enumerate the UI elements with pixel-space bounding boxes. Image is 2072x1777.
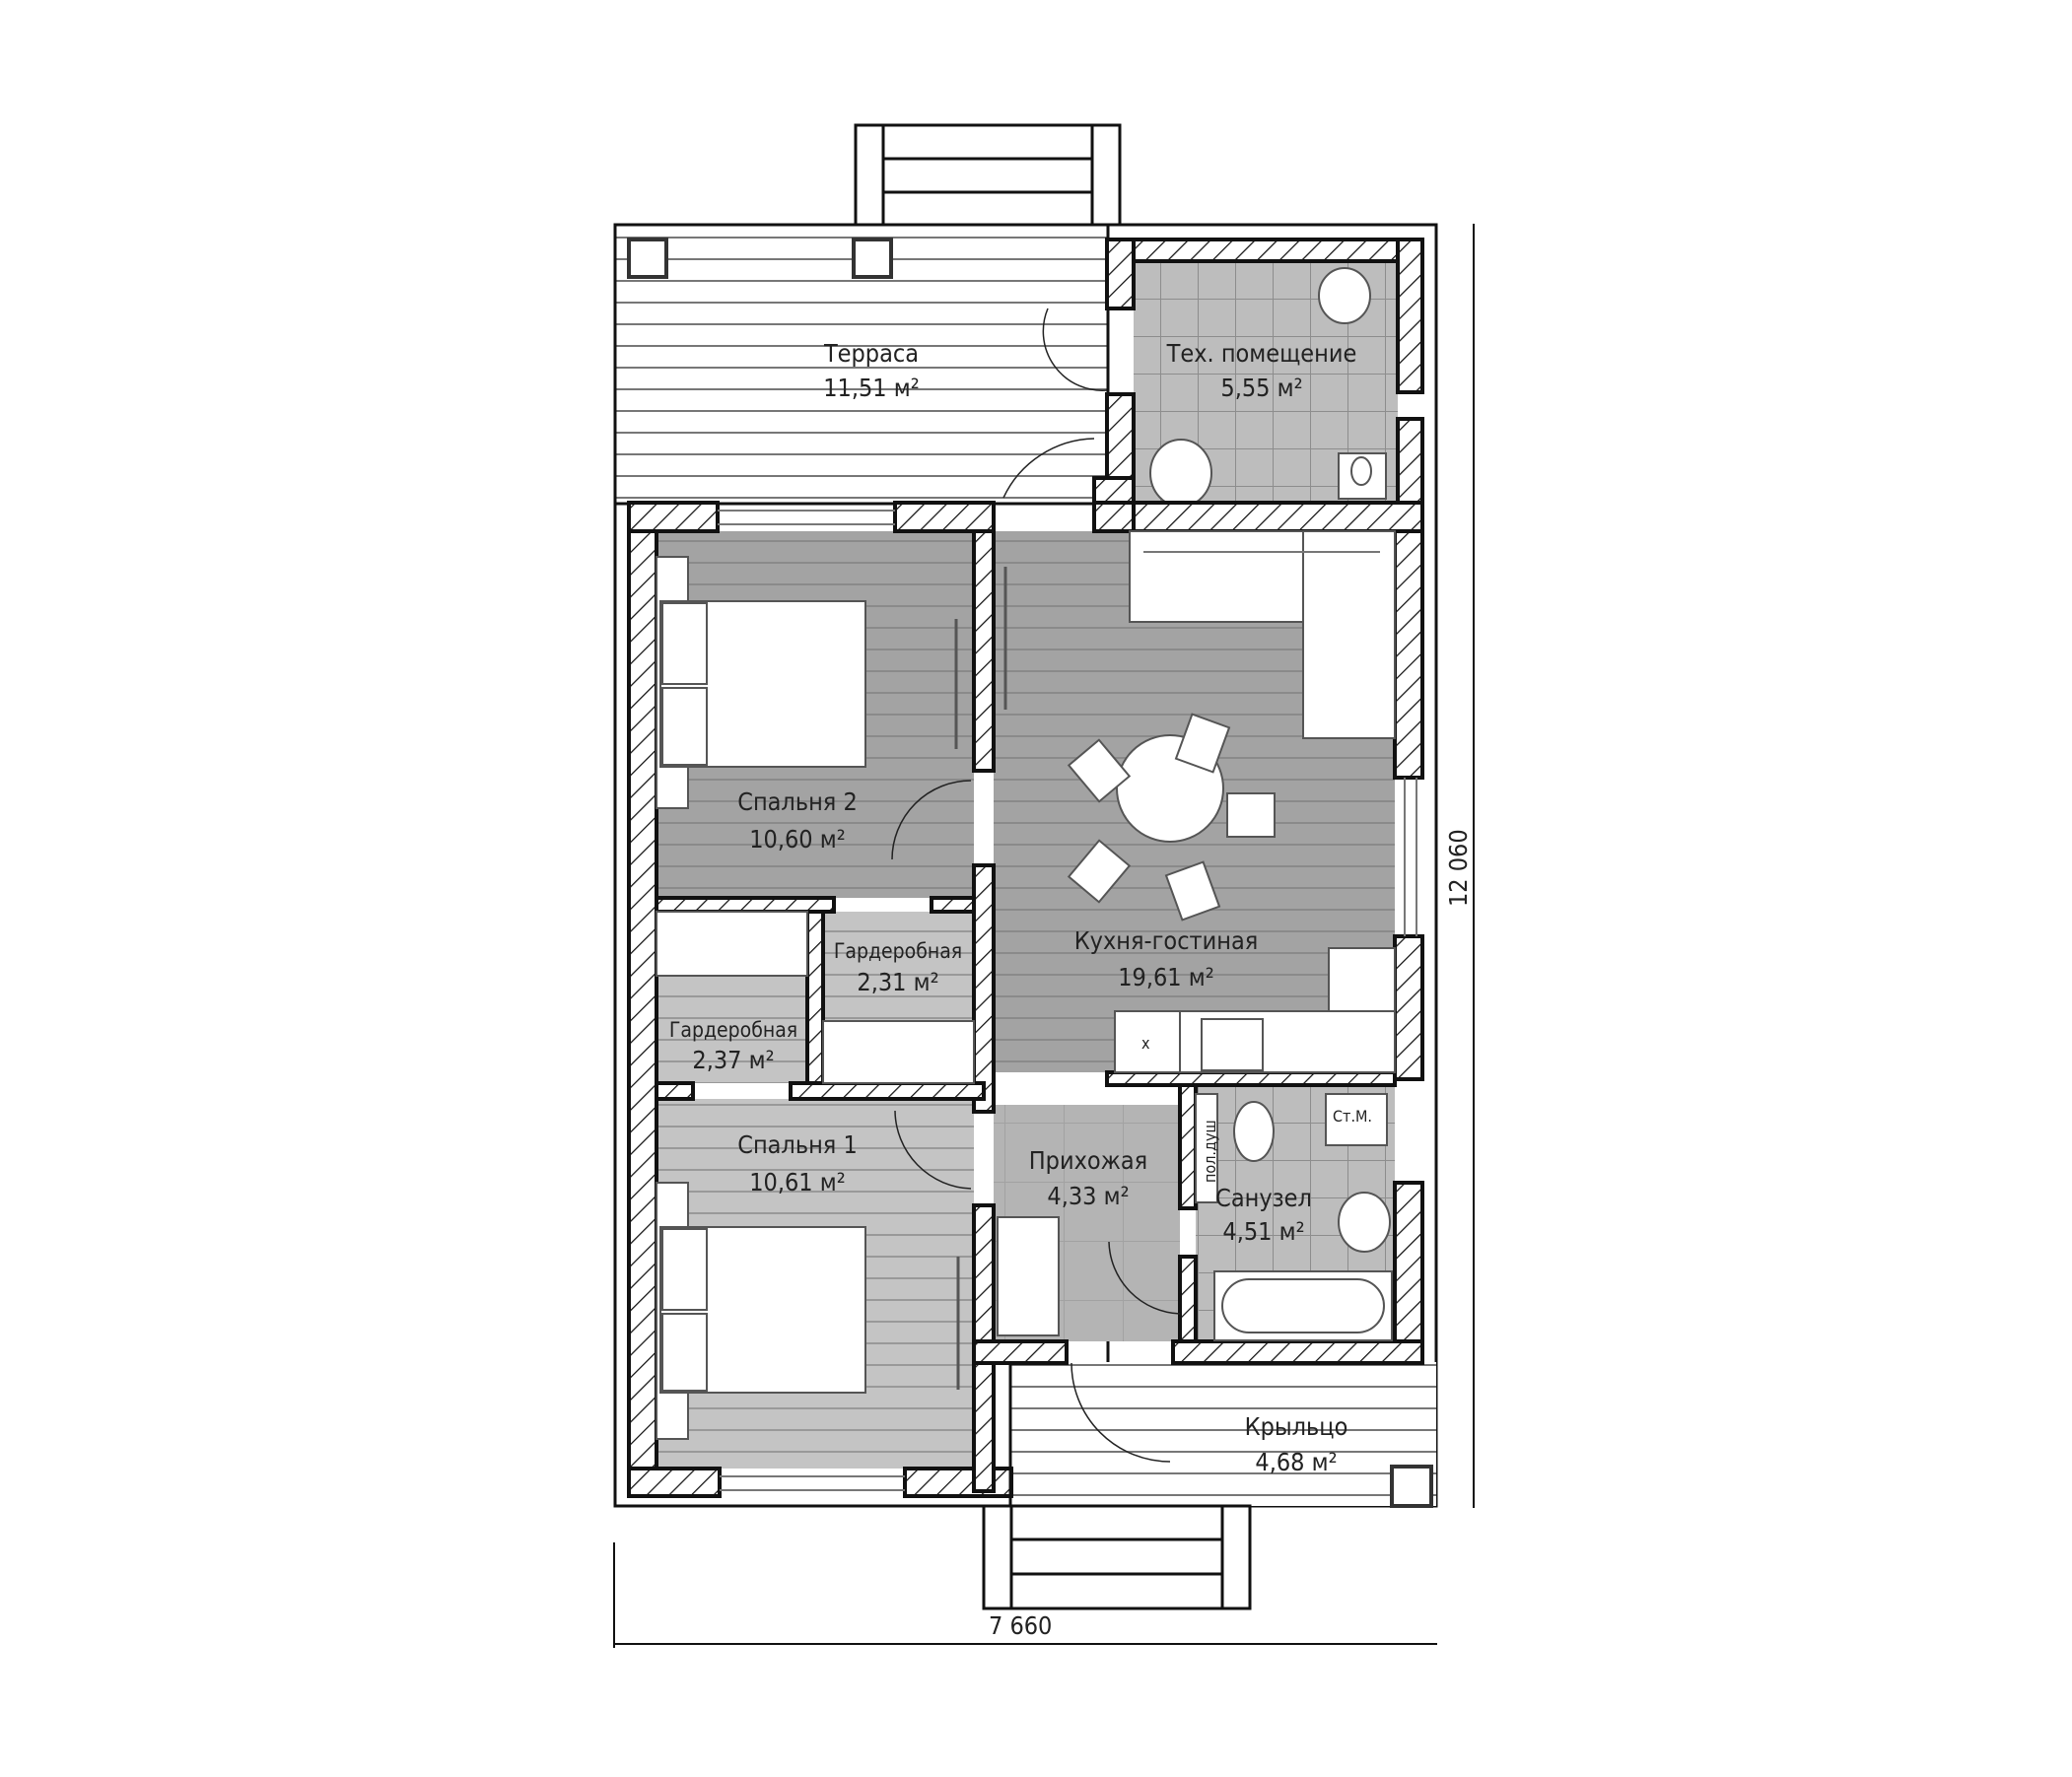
room-area-wardrobe-right: 2,31 м²: [857, 968, 938, 996]
room-name-tech: Тех. помещение: [1166, 339, 1357, 368]
room-area-bedroom1: 10,61 м²: [749, 1168, 846, 1196]
toilet-icon: [1233, 1101, 1275, 1162]
room-area-hallway: 4,33 м²: [1047, 1182, 1129, 1210]
width-dimension-label: 7 660: [989, 1611, 1052, 1640]
washbasin-icon: [1338, 1192, 1391, 1253]
dining-table: [1067, 713, 1276, 922]
bathroom-fixtures: пол.душ Ст.М.: [1195, 1093, 1393, 1341]
shoe-rack: [997, 1216, 1060, 1336]
door-swing: [1071, 1362, 1171, 1463]
door-swing: [1108, 1241, 1181, 1315]
porch-floor: [1010, 1362, 1436, 1506]
sofa: [1129, 530, 1396, 739]
dimension-width: 7 660: [613, 1542, 1437, 1648]
door-swing: [1002, 438, 1095, 499]
door-swing: [1042, 308, 1108, 391]
bottom-steps: [982, 1504, 1252, 1610]
tech-room: [1092, 238, 1424, 508]
boiler-icon: [1149, 439, 1212, 508]
porch: [1008, 1362, 1433, 1508]
top-steps: [854, 123, 1122, 227]
room-area-bedroom2: 10,60 м²: [749, 825, 846, 854]
washbasin-icon: [1318, 267, 1371, 324]
washer-label: Ст.М.: [1333, 1107, 1372, 1126]
shower-rail: [1195, 1093, 1218, 1203]
room-name-wardrobe-left: Гардеробная: [669, 1018, 797, 1042]
walls: [627, 501, 1424, 1498]
room-name-hallway: Прихожая: [1029, 1146, 1147, 1175]
room-area-wardrobe-left: 2,37 м²: [692, 1046, 774, 1074]
room-name-bathroom: Санузел: [1215, 1184, 1312, 1212]
room-area-porch: 4,68 м²: [1255, 1448, 1337, 1476]
room-name-bedroom2: Спальня 2: [737, 787, 858, 816]
room-name-wardrobe-right: Гардеробная: [834, 939, 962, 963]
height-dimension-label: 12 060: [1444, 829, 1473, 907]
terrace-post: [852, 238, 893, 279]
wardrobe-shelves: [656, 911, 975, 1084]
room-area-bathroom: 4,51 м²: [1222, 1217, 1304, 1246]
bed-bedroom2: [656, 556, 1007, 860]
porch-post: [1390, 1465, 1433, 1508]
terrace-post: [627, 238, 668, 279]
room-area-kitchen: 19,61 м²: [1118, 963, 1214, 991]
dimension-height: 12 060: [1444, 224, 1475, 1508]
room-labels: Терраса 11,51 м² Тех. помещение 5,55 м² …: [669, 339, 1356, 1476]
room-name-porch: Крыльцо: [1245, 1412, 1348, 1441]
cabinet-mark: x: [1141, 1034, 1150, 1053]
shower-label: пол.душ: [1201, 1120, 1219, 1183]
room-name-bedroom1: Спальня 1: [737, 1130, 858, 1159]
room-name-kitchen: Кухня-гостиная: [1074, 926, 1259, 955]
stove-icon: [1201, 1018, 1264, 1071]
room-area-terrace: 11,51 м²: [823, 374, 920, 402]
sink-icon: [1328, 947, 1396, 1014]
kitchen-counter: x: [1114, 947, 1396, 1073]
room-area-tech: 5,55 м²: [1220, 374, 1302, 402]
bed-bedroom1: [656, 1110, 972, 1440]
terrace: [613, 223, 1110, 506]
windows: [718, 510, 1417, 1491]
washer-icon: [1325, 1093, 1388, 1146]
room-name-terrace: Терраса: [823, 339, 919, 368]
